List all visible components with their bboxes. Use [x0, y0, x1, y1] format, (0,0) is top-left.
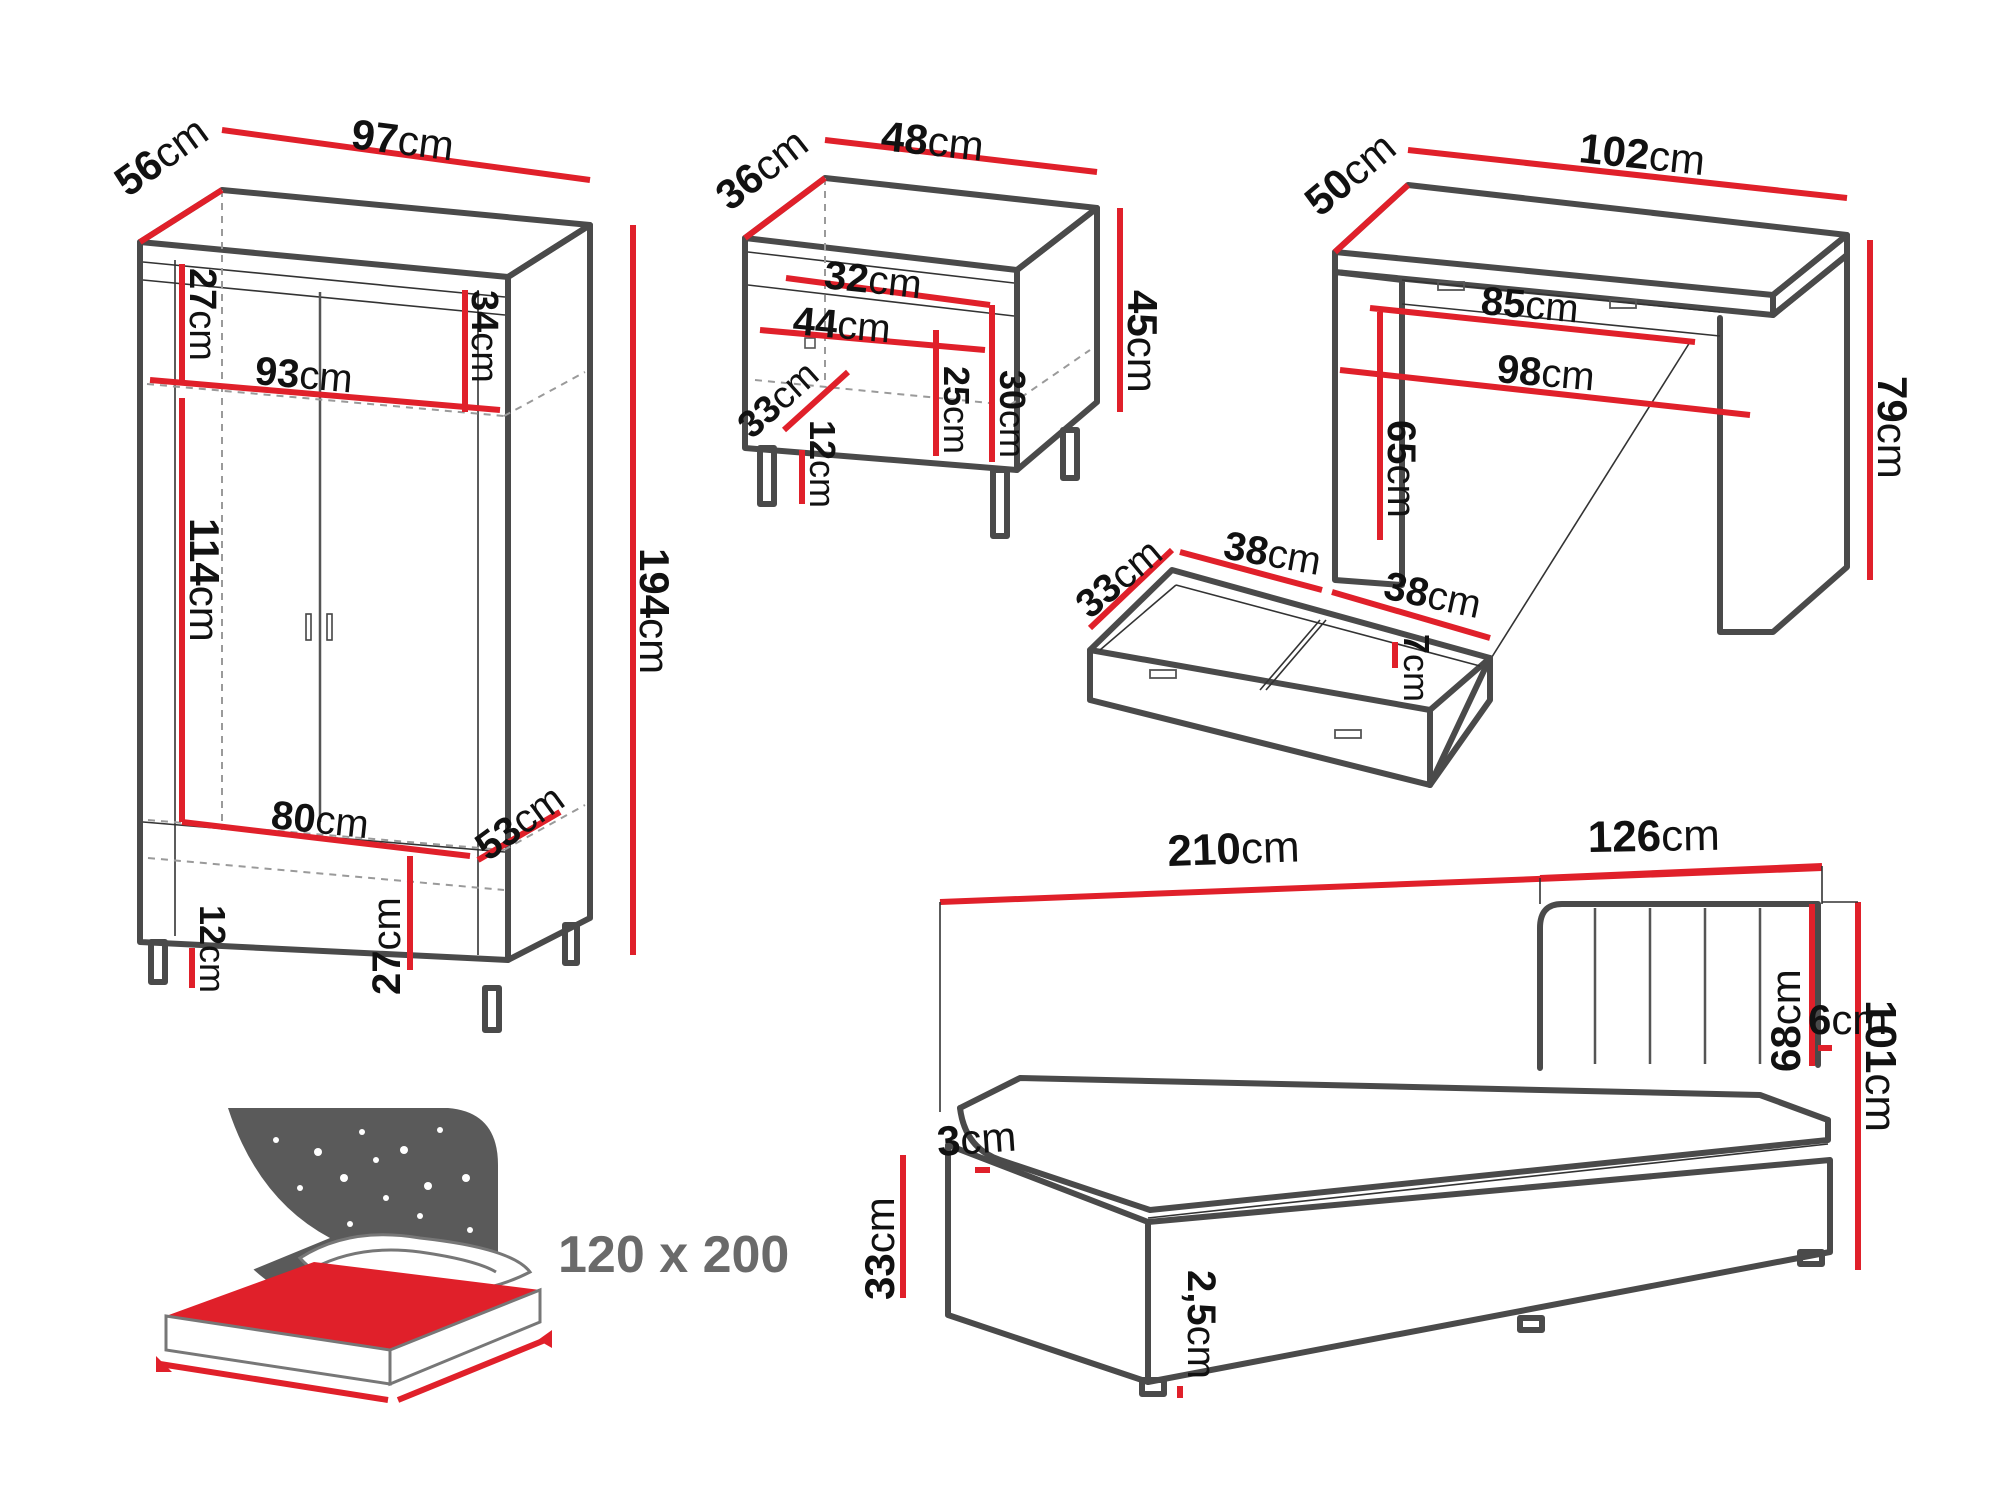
bed-drawing — [945, 901, 1833, 1397]
desk-labels: 50cm 102cm 79cm 85cm 98cm 65cm — [1296, 123, 1916, 518]
bed-width-label: 126cm — [1587, 811, 1720, 862]
bed-total-height-label: 101cm — [1856, 1000, 1905, 1132]
desk-inner-width-label: 98cm — [1495, 347, 1596, 399]
nightstand-leg-height-label: 12cm — [802, 420, 843, 508]
bed-headboard-height-label: 68cm — [1762, 969, 1809, 1072]
nightstand-drawing — [742, 175, 1100, 539]
bed-foot-height-label: 2,5cm — [1179, 1270, 1223, 1379]
desk-width-label: 102cm — [1577, 124, 1707, 184]
bed-extension-lines — [939, 866, 1858, 1112]
bed-length-label: 210cm — [1167, 822, 1301, 876]
desk-depth-label: 50cm — [1296, 123, 1405, 225]
nightstand-niche-height-label: 25cm — [936, 366, 977, 454]
bed-size-icon — [156, 1108, 552, 1403]
nightstand-height-label: 45cm — [1119, 290, 1166, 393]
nightstand-width-label: 48cm — [879, 112, 986, 169]
wardrobe-drawer-height-label: 27cm — [365, 897, 409, 995]
wardrobe-shelf-depth-label: 34cm — [463, 290, 505, 383]
desk-dimension-lines — [1332, 147, 1873, 580]
desk-drawer-depth-label: 33cm — [1068, 530, 1171, 627]
desk-leg-clearance-label: 65cm — [1379, 420, 1423, 518]
nightstand-body-height-label: 30cm — [992, 370, 1033, 458]
bed-headboard-thickness-label: 6cm — [1808, 996, 1887, 1043]
desk-drawer-inner-width-label: 85cm — [1479, 279, 1580, 331]
nightstand-depth-label: 36cm — [707, 119, 817, 219]
wardrobe-depth-label: 56cm — [106, 107, 217, 205]
wardrobe-top-shelf-label: 27cm — [181, 268, 223, 361]
bed-dimension-lines — [900, 863, 1861, 1398]
wardrobe-leg-height-label: 12cm — [192, 905, 233, 993]
wardrobe-drawing — [137, 187, 593, 1033]
wardrobe-inner-width-label: 93cm — [253, 349, 354, 401]
desk-drawer-drawing — [1087, 567, 1493, 788]
desk-height-label: 79cm — [1869, 376, 1916, 479]
desk-drawer-compartment-b-label: 38cm — [1380, 564, 1485, 627]
nightstand-inner-width-label: 44cm — [791, 299, 892, 351]
wardrobe-width-label: 97cm — [349, 110, 457, 169]
wardrobe-bottom-width-label: 80cm — [269, 793, 371, 847]
mattress-top — [166, 1262, 540, 1350]
wardrobe-height-label: 194cm — [631, 548, 678, 674]
desk-drawer-height-label: 7cm — [1396, 634, 1437, 702]
wardrobe-dimension-lines — [138, 127, 636, 988]
bed-mattress-edge-label: 3cm — [935, 1113, 1017, 1165]
desk-drawer-compartment-a-label: 38cm — [1220, 524, 1324, 584]
bed-frame-height-label: 33cm — [856, 1197, 903, 1300]
bed-size-label: 120 x 200 — [558, 1226, 789, 1284]
nightstand-drawer-width-label: 32cm — [822, 253, 924, 307]
wardrobe-hanging-height-label: 114cm — [181, 518, 228, 642]
bed-labels: 210cm 126cm 101cm 68cm 6cm 3cm 33cm 2,5c… — [856, 811, 1905, 1379]
nightstand-dimension-lines — [743, 137, 1123, 504]
desk-drawer-dimension-lines — [1087, 547, 1491, 668]
wardrobe-bottom-depth-label: 53cm — [467, 776, 572, 869]
